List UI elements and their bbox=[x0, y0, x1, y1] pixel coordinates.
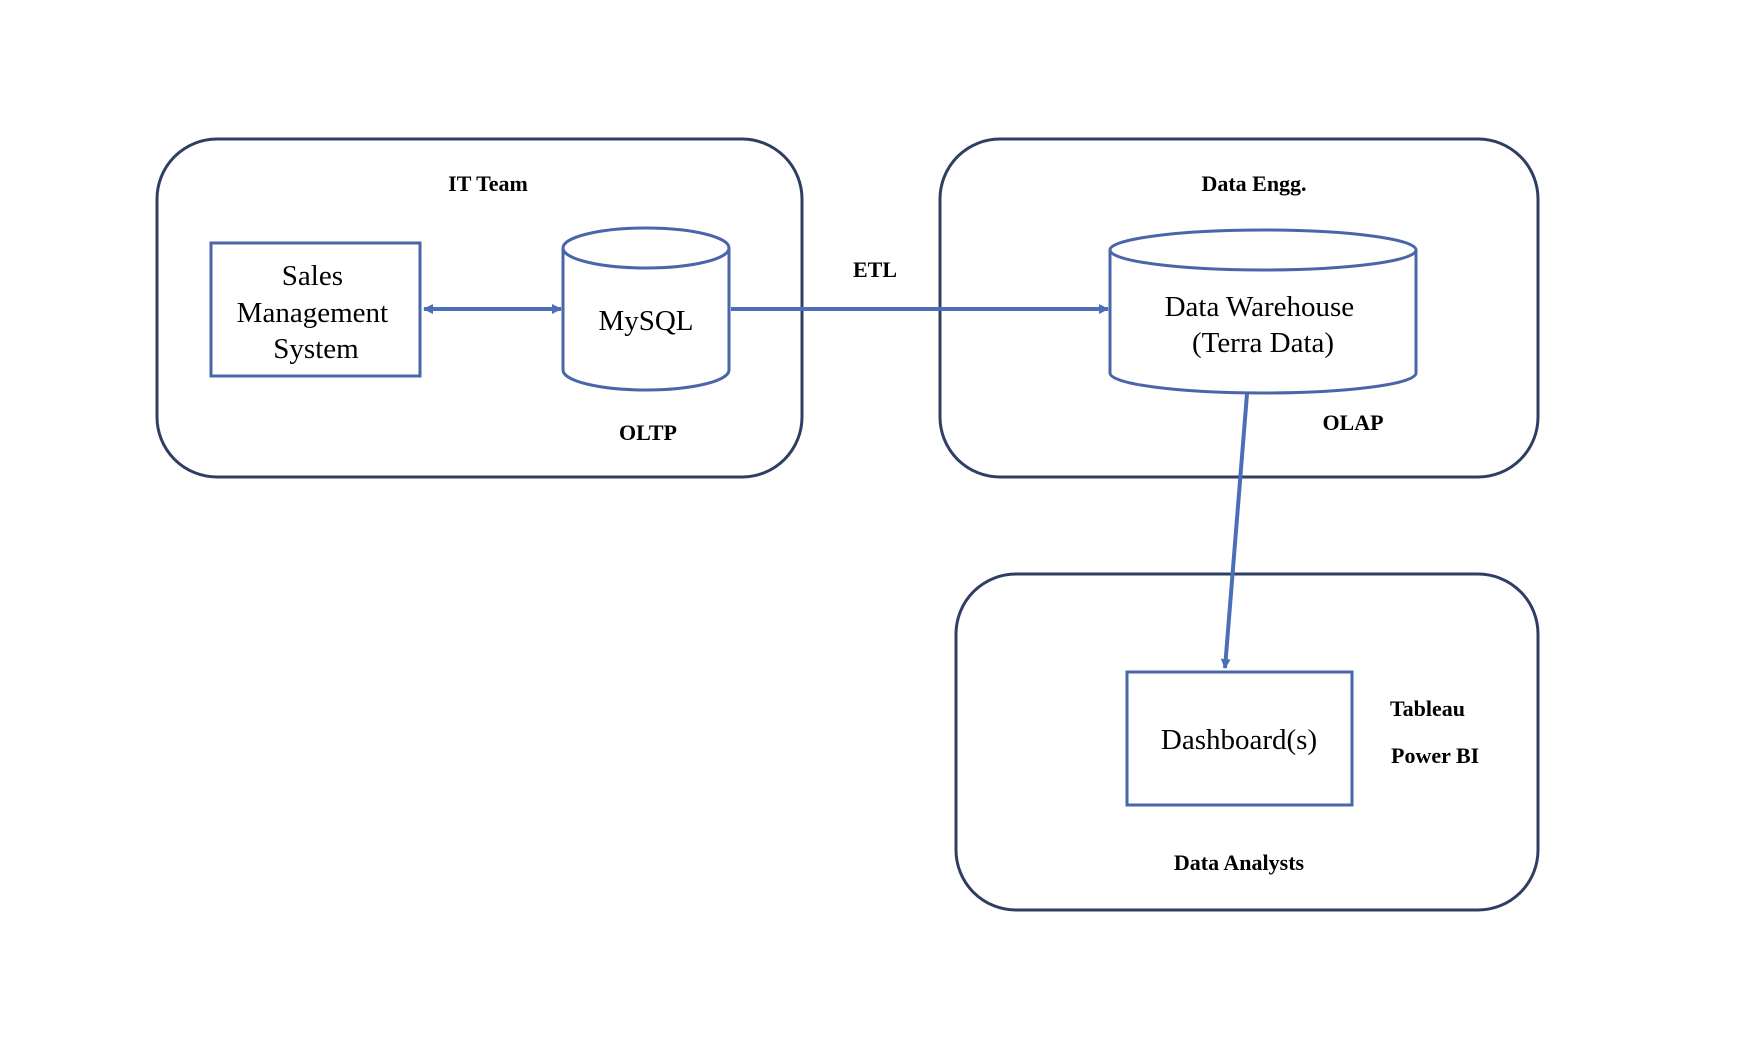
data-analysts-label: Data Analysts bbox=[1174, 850, 1305, 875]
tableau-label: Tableau bbox=[1390, 696, 1465, 721]
dashboards-box bbox=[1125, 670, 1354, 807]
data-engg-label: Data Engg. bbox=[1201, 171, 1306, 196]
warehouse-label-line-2: (Terra Data) bbox=[1192, 327, 1334, 359]
it-team-label: IT Team bbox=[448, 171, 528, 196]
sales-label-line-2: Management bbox=[237, 297, 388, 329]
sales-management-system-box bbox=[209, 241, 422, 378]
sales-management-system-label: Sales Management System bbox=[237, 260, 396, 365]
data-warehouse-label: Data Warehouse (Terra Data) bbox=[1165, 291, 1362, 359]
data-analysts-group bbox=[954, 572, 1540, 912]
warehouse-label-line-1: Data Warehouse bbox=[1165, 291, 1355, 323]
mysql-label: MySQL bbox=[598, 305, 693, 337]
warehouse-to-dashboards-arrow bbox=[1220, 393, 1249, 669]
oltp-label: OLTP bbox=[619, 420, 677, 445]
mysql-database-icon bbox=[561, 226, 731, 392]
data-warehouse-database-icon bbox=[1108, 228, 1418, 395]
olap-label: OLAP bbox=[1322, 410, 1383, 435]
etl-label: ETL bbox=[853, 257, 897, 282]
sales-label-line-3: System bbox=[273, 333, 359, 365]
powerbi-label: Power BI bbox=[1391, 743, 1479, 768]
dashboards-label: Dashboard(s) bbox=[1161, 724, 1317, 756]
sales-label-line-1: Sales bbox=[282, 260, 343, 292]
